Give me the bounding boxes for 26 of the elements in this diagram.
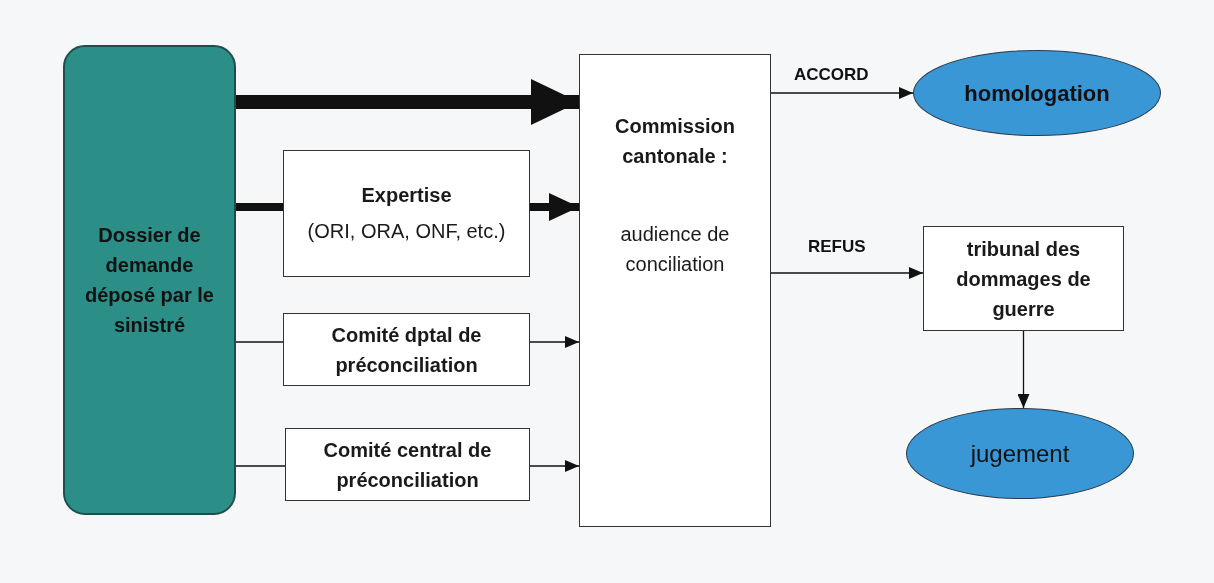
node-text: (ORI, ORA, ONF, etc.) bbox=[307, 218, 506, 244]
connector-line bbox=[235, 341, 284, 343]
node-text: Dossier de demande déposé par le sinistré bbox=[84, 223, 215, 338]
node-text: homologation bbox=[964, 79, 1110, 108]
arrow bbox=[770, 267, 924, 279]
process-box bbox=[923, 226, 1124, 331]
process-box bbox=[283, 313, 530, 386]
node-heading: Expertise bbox=[361, 182, 452, 208]
arrow bbox=[529, 460, 580, 472]
connector-line bbox=[235, 465, 286, 467]
arrow bbox=[530, 193, 579, 221]
process-box bbox=[63, 45, 236, 515]
node-heading: Commission cantonale : bbox=[614, 114, 736, 169]
arrow bbox=[1017, 330, 1030, 409]
process-box bbox=[285, 428, 530, 501]
process-box bbox=[283, 150, 530, 277]
arrow bbox=[236, 79, 579, 125]
node-text: jugement bbox=[970, 438, 1070, 469]
node-text: audience de conciliation bbox=[619, 222, 731, 277]
arrow bbox=[770, 87, 914, 99]
node-text: Comité central de préconciliation bbox=[322, 437, 493, 493]
process-box bbox=[579, 54, 771, 527]
arrow bbox=[529, 336, 580, 348]
node-text: tribunal des dommages de guerre bbox=[955, 236, 1092, 322]
node-text: Comité dptal de préconciliation bbox=[330, 322, 483, 378]
connector-line bbox=[236, 203, 283, 211]
